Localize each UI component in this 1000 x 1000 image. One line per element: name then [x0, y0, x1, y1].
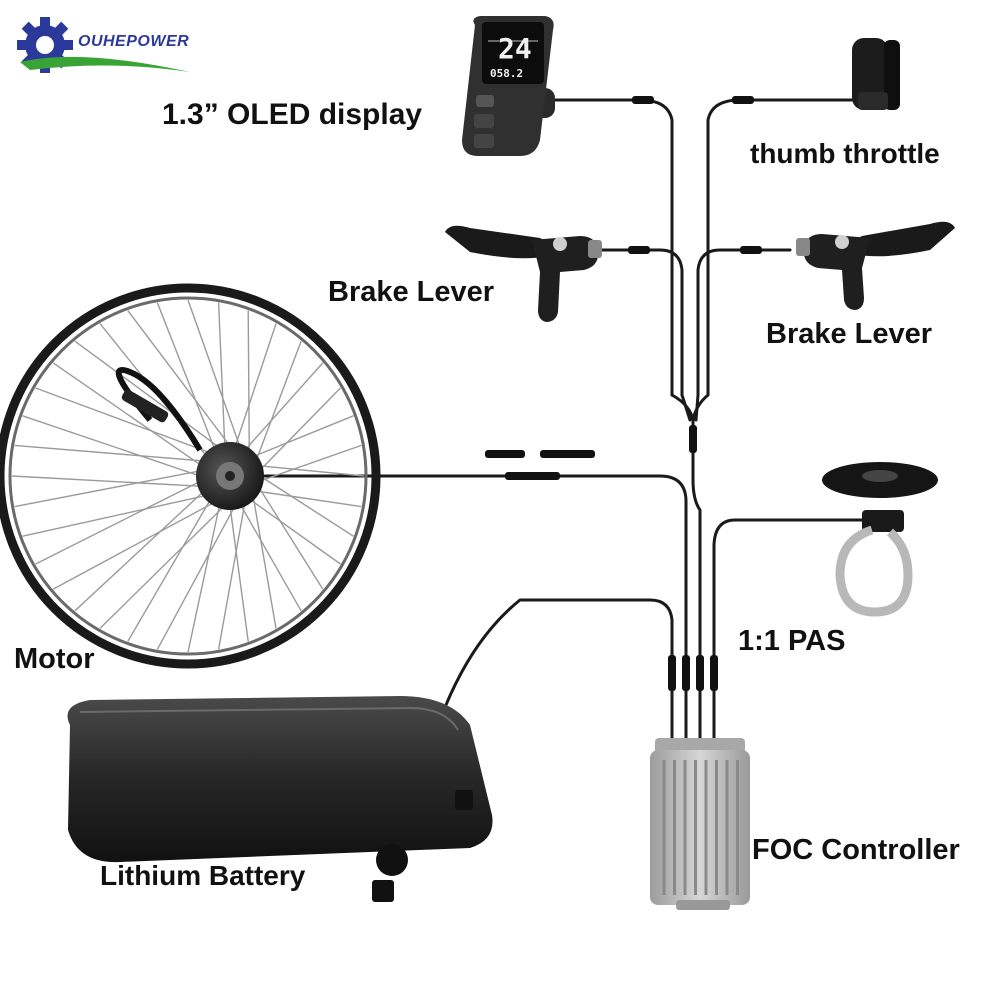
wheel-spoke [127, 498, 212, 642]
wheel-spoke [252, 415, 354, 458]
label-oled-display: 1.3” OLED display [162, 98, 423, 131]
label-brake-lever-right: Brake Lever [766, 318, 933, 350]
wheel-spoke [258, 465, 365, 477]
label-brake-lever-left: Brake Lever [328, 276, 495, 308]
wire-bundle [670, 393, 710, 422]
wheel-spoke [259, 475, 354, 537]
wheel-spoke [35, 480, 201, 565]
brand-name: OUHEPOWER [78, 33, 190, 50]
wheel-spoke [14, 470, 201, 508]
wire-brake-left [598, 248, 684, 397]
brake-lever-left-image [445, 225, 602, 322]
foc-controller-image [650, 738, 750, 910]
wheel-spoke [22, 494, 208, 537]
wheel-spoke [247, 310, 250, 454]
oled-display-image: 24 058.2 [462, 16, 555, 156]
brake-lever-right-image [796, 221, 955, 310]
wheel-spoke [239, 503, 302, 612]
wire-brake-right [696, 248, 792, 397]
wheel-spoke [35, 387, 211, 454]
display-speed: 24 [498, 32, 532, 65]
wheel-spoke [74, 340, 221, 449]
wheel-spoke [127, 310, 231, 447]
swoosh-icon [20, 56, 190, 72]
wire-connectors [485, 96, 762, 691]
wheel-spoke [74, 490, 205, 612]
wheel-spoke [22, 415, 201, 477]
wheel-spoke [156, 505, 236, 650]
wheel-spoke [255, 490, 362, 508]
label-pas: 1:1 PAS [738, 625, 846, 657]
wheel-spoke [187, 299, 241, 449]
wheel-spoke [99, 505, 226, 629]
wheel-spoke [217, 501, 246, 650]
brand-logo [17, 17, 190, 73]
wheel-spoke [244, 362, 324, 451]
wire-main-down [691, 418, 702, 742]
wheel-spoke [248, 498, 341, 565]
wheel-spoke [11, 475, 202, 487]
wire-pas [712, 518, 864, 742]
wheel-spoke [234, 323, 277, 447]
label-thumb-throttle: thumb throttle [750, 138, 940, 169]
wheel-spoke [52, 362, 203, 467]
wire-motor [263, 474, 688, 742]
label-motor: Motor [14, 643, 95, 675]
wheel-spoke [156, 302, 216, 451]
hub-motor-wheel-image [0, 283, 381, 669]
wheel-spoke [252, 495, 277, 629]
wheel-spoke [257, 485, 324, 590]
wheel-spoke [187, 504, 221, 653]
thumb-throttle-image [852, 38, 900, 110]
wheel-spoke [259, 444, 362, 482]
wheel-spoke [229, 505, 249, 642]
pas-sensor-image [822, 462, 938, 617]
display-odometer: 058.2 [490, 67, 523, 80]
label-lithium-battery: Lithium Battery [100, 860, 306, 891]
label-foc-controller: FOC Controller [752, 834, 960, 866]
lithium-battery-image [67, 696, 493, 902]
wheel-spoke [255, 340, 302, 462]
wire-battery [438, 598, 674, 742]
wheel-spoke [217, 302, 226, 447]
wheel-spoke [14, 444, 205, 462]
wheel-spoke [258, 387, 341, 472]
wheel-spoke [52, 501, 216, 590]
